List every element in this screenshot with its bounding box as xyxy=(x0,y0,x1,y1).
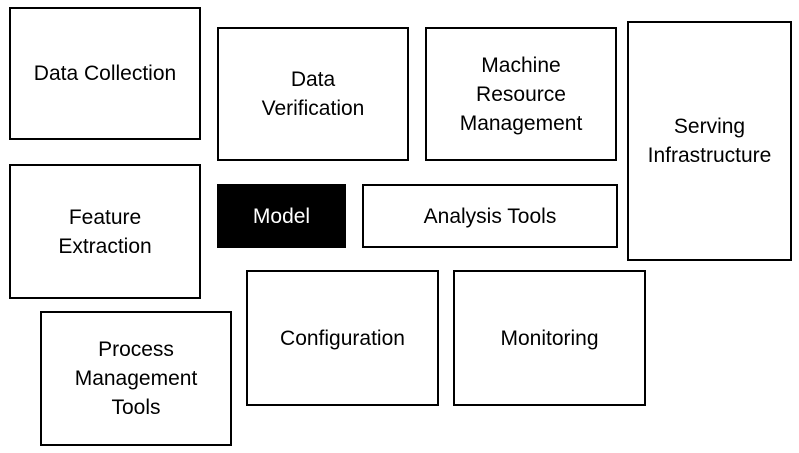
monitoring-box: Monitoring xyxy=(453,270,646,406)
analysis-tools-box: Analysis Tools xyxy=(362,184,618,248)
data-collection-box: Data Collection xyxy=(9,7,201,140)
process-management-tools-box: Process Management Tools xyxy=(40,311,232,446)
model-box: Model xyxy=(217,184,346,248)
feature-extraction-box: Feature Extraction xyxy=(9,164,201,299)
machine-resource-management-box: Machine Resource Management xyxy=(425,27,617,161)
data-verification-box: Data Verification xyxy=(217,27,409,161)
serving-infrastructure-box: Serving Infrastructure xyxy=(627,21,792,261)
configuration-box: Configuration xyxy=(246,270,439,406)
